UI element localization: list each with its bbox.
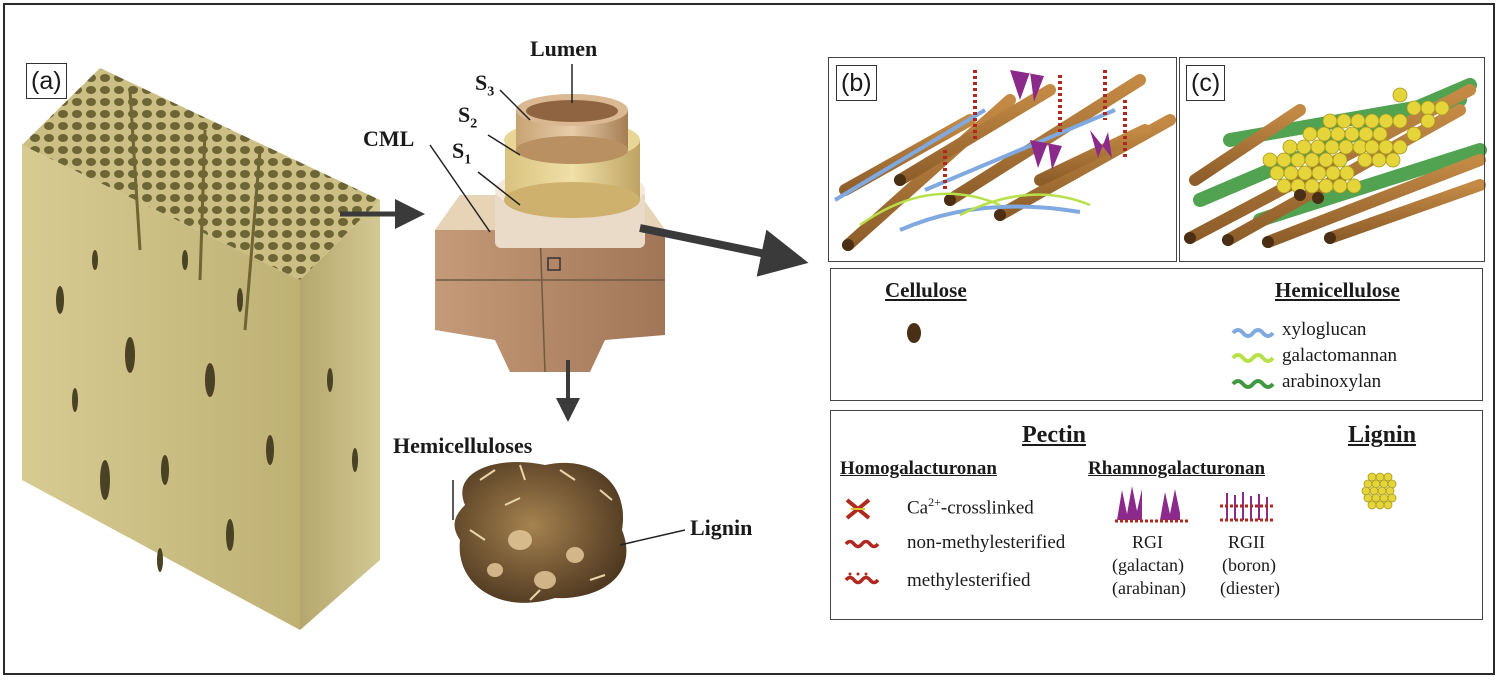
- xyloglucan-legend-icon: [1231, 328, 1275, 338]
- rgi-name: RGI: [1132, 532, 1163, 552]
- lignin-blob-illustration: [452, 461, 686, 603]
- s3-label: S3: [475, 70, 495, 100]
- non-methylesterified-label: non-methylesterified: [907, 532, 1066, 553]
- rgii-name: RGII: [1228, 532, 1265, 552]
- galactomannan-label: galactomannan: [1282, 345, 1398, 366]
- legend-bottom-box: [830, 410, 1483, 620]
- lumen-label: Lumen: [530, 36, 598, 61]
- homogalacturonan-heading: Homogalacturonan: [840, 458, 997, 479]
- rhamnogalacturonan-heading: Rhamnogalacturonan: [1088, 458, 1266, 479]
- cellulose-heading: Cellulose: [885, 278, 967, 302]
- ca-crosslinked-legend-icon: [845, 498, 871, 520]
- fibrils-b-illustration: [833, 70, 1176, 251]
- s2-label: S2: [458, 102, 478, 132]
- galactomannan-legend-icon: [1231, 353, 1275, 363]
- legend-top-box: [830, 268, 1483, 401]
- hemicellulose-heading: Hemicellulose: [1275, 278, 1400, 302]
- xyloglucan-label: xyloglucan: [1282, 319, 1367, 340]
- lignin-micro-label: Lignin: [690, 515, 753, 540]
- ca-crosslinked-label: Ca2+-crosslinked: [907, 495, 1034, 519]
- rgii-diester: (diester): [1220, 578, 1280, 598]
- rgii-legend-icon: [1220, 492, 1275, 522]
- methylesterified-legend-icon: [844, 572, 880, 585]
- rgii-boron: (boron): [1222, 555, 1276, 575]
- panel-c-label: (c): [1186, 65, 1226, 101]
- panel-b-label: (b): [836, 65, 877, 101]
- non-methylesterified-legend-icon: [844, 539, 880, 549]
- fibrils-c-illustration: [1184, 78, 1487, 248]
- arabinoxylan-legend-icon: [1231, 379, 1275, 389]
- pectin-heading: Pectin: [1022, 422, 1086, 448]
- methylesterified-label: methylesterified: [907, 570, 1031, 591]
- cellulose-legend-icon: [905, 323, 961, 343]
- lignin-legend-icon: [1361, 472, 1397, 510]
- panel-a-label: (a): [26, 63, 67, 99]
- rgi-legend-icon: [1115, 486, 1190, 523]
- figure-frame: [3, 3, 1495, 675]
- arabinoxylan-label: arabinoxylan: [1282, 371, 1382, 392]
- wood-block-illustration: [22, 68, 380, 630]
- rgi-galactan: (galactan): [1112, 555, 1184, 575]
- rgi-arabinan: (arabinan): [1112, 578, 1186, 598]
- panel-c-box: [1179, 57, 1485, 262]
- hemicelluloses-label: Hemicelluloses: [393, 433, 533, 458]
- panel-b-box: [828, 57, 1177, 262]
- s1-label: S1: [452, 138, 472, 168]
- cell-wall-illustration: [435, 94, 665, 373]
- cml-label: CML: [363, 126, 415, 151]
- lignin-heading: Lignin: [1348, 422, 1417, 448]
